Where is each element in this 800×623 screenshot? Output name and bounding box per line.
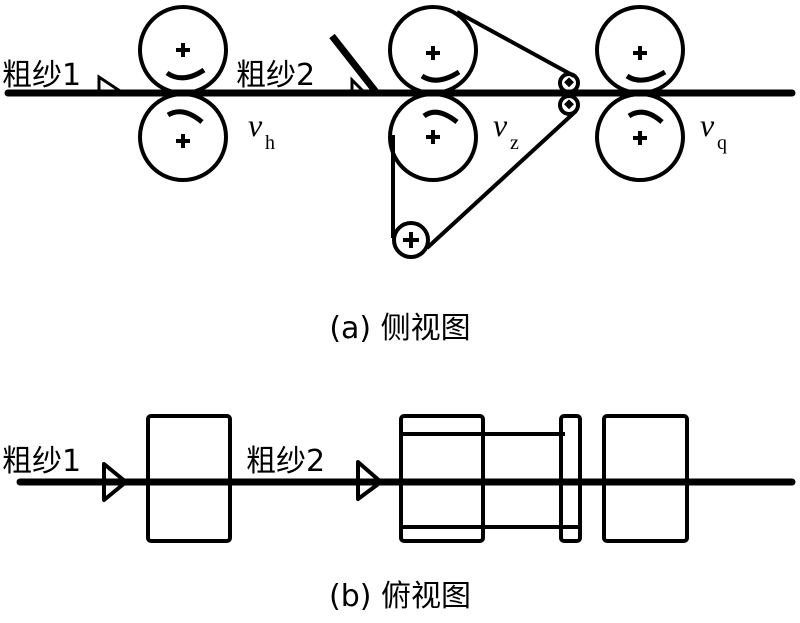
speed-symbol: v [248, 107, 263, 143]
side-view-caption: (a) 侧视图 [329, 311, 470, 346]
roving-guide-1-side [97, 74, 121, 93]
rear-bottom-roller [138, 92, 228, 182]
middle-roller-box [399, 414, 485, 543]
speed-subscript: h [265, 132, 275, 154]
roving-1-label: 粗纱1 [2, 58, 81, 93]
roving-guide-1-top [102, 462, 128, 502]
roving-1-label: 粗纱1 [2, 444, 81, 479]
rear-roller-pair [138, 5, 228, 182]
bottom-apron-diagonal [425, 109, 578, 250]
apron-nose-box [559, 414, 582, 543]
tension-pulley [392, 221, 430, 259]
roving-2-label: 粗纱2 [236, 58, 315, 93]
speed-subscript: z [510, 132, 519, 154]
front-bottom-roller [595, 92, 685, 182]
rotation-arrow-icon [165, 67, 206, 81]
middle-roller-pair [388, 5, 580, 259]
speed-subscript: q [717, 132, 727, 154]
top-view-caption: (b) 俯视图 [329, 579, 471, 614]
rotation-arrow-icon [627, 109, 664, 124]
middle-bottom-roller [388, 92, 478, 182]
front-roller-box [602, 414, 689, 543]
rotation-arrow-icon [625, 69, 667, 83]
speed-symbol: v [700, 107, 715, 143]
guide-bar [329, 33, 379, 95]
pivot-icon [564, 77, 574, 88]
roving-guide-2-side [350, 76, 366, 94]
apron-nose-bottom-roller [558, 94, 580, 116]
rotation-arrow-icon [422, 109, 459, 124]
pivot-icon [564, 99, 574, 110]
front-roller-pair [595, 5, 685, 182]
top-apron [456, 10, 575, 78]
rotation-arrow-icon [166, 109, 204, 124]
speed-symbol: v [493, 107, 508, 143]
rear-roller-box [146, 414, 232, 543]
side-view: 粗纱1 粗纱2 v h v z v q (a) 侧视图 [2, 5, 796, 346]
roving-guide-2-top [356, 460, 383, 501]
top-view: 粗纱1 粗纱2 (b) 俯视图 [2, 414, 796, 614]
roving-2-label: 粗纱2 [246, 444, 325, 479]
rotation-arrow-icon [420, 69, 461, 83]
